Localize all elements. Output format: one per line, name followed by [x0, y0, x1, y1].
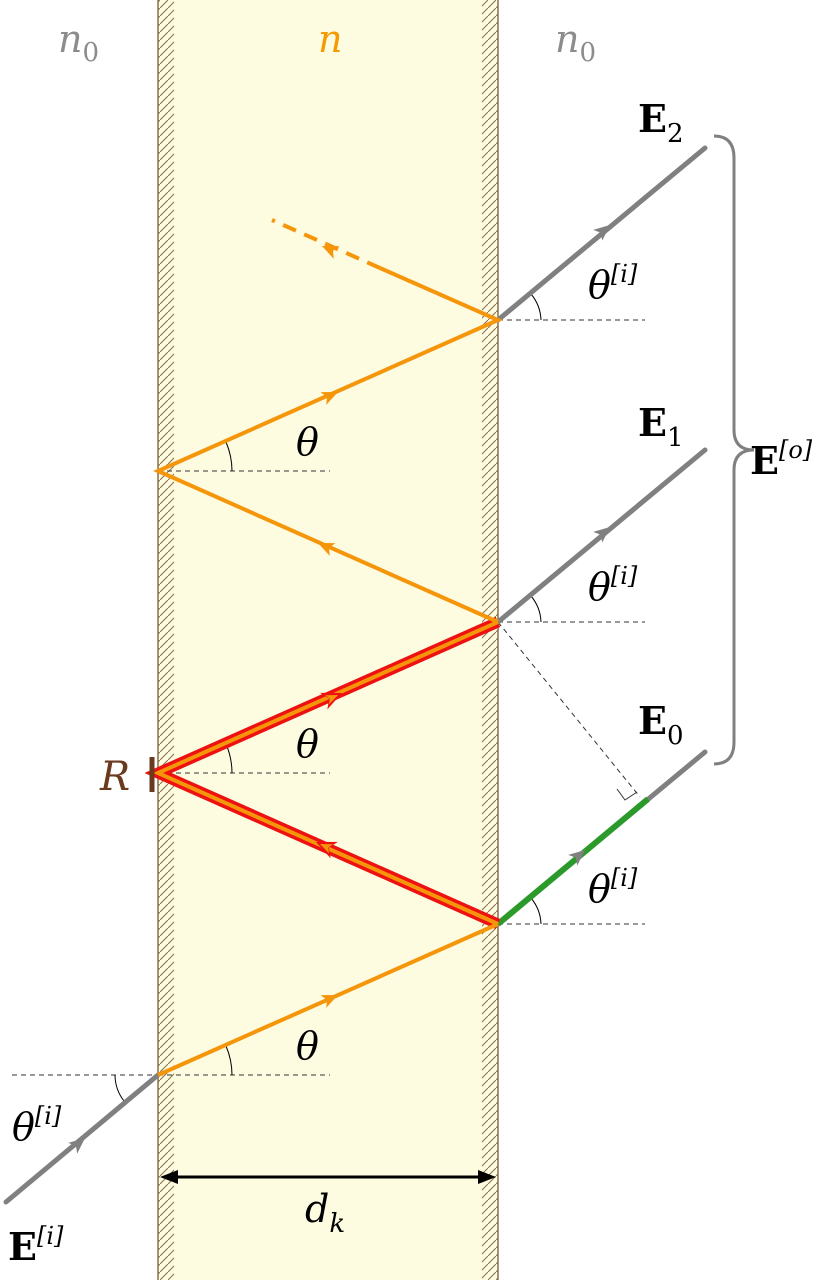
- slab-medium: [158, 0, 498, 1280]
- perpendicular-construction-line: [497, 621, 641, 798]
- output-field-2-label: E2: [638, 96, 684, 149]
- thickness-label: dk: [305, 1187, 345, 1239]
- continuing-ray-dashed: [271, 218, 381, 270]
- angle-arcs: [114, 293, 542, 1102]
- angle-internal-label: θ: [296, 420, 319, 464]
- medium-label-left: n0: [58, 17, 99, 68]
- angle-external-label: θ[i]: [588, 864, 638, 911]
- angle-external-label: θ[i]: [588, 562, 638, 609]
- angle-internal-label: θ: [296, 722, 319, 766]
- angle-external-label: θ[i]: [588, 260, 638, 307]
- thickness-dimension: [160, 1170, 496, 1184]
- medium-label-center: n: [318, 17, 342, 61]
- right-interface-hatch: [482, 0, 498, 1280]
- angle-external-label: θ[i]: [12, 1102, 62, 1149]
- output-total-label: E[o]: [750, 436, 813, 483]
- reflection-label: R: [99, 754, 130, 800]
- medium-label-right: n0: [555, 17, 596, 68]
- output-field-0-label: E0: [638, 698, 684, 751]
- normal-lines: [12, 319, 645, 1076]
- incident-ray: [3, 1072, 161, 1205]
- left-interface-hatch: [158, 0, 174, 1280]
- output-brace: [713, 134, 755, 766]
- angle-internal-label: θ: [296, 1024, 319, 1068]
- direction-arrows: [68, 225, 610, 1154]
- highlighted-round-trip: [144, 616, 501, 930]
- output-field-1-label: E1: [638, 400, 684, 453]
- path-difference-segment: [496, 796, 650, 927]
- input-field-label: E[i]: [8, 1222, 64, 1269]
- right-angle-mark: [616, 788, 638, 801]
